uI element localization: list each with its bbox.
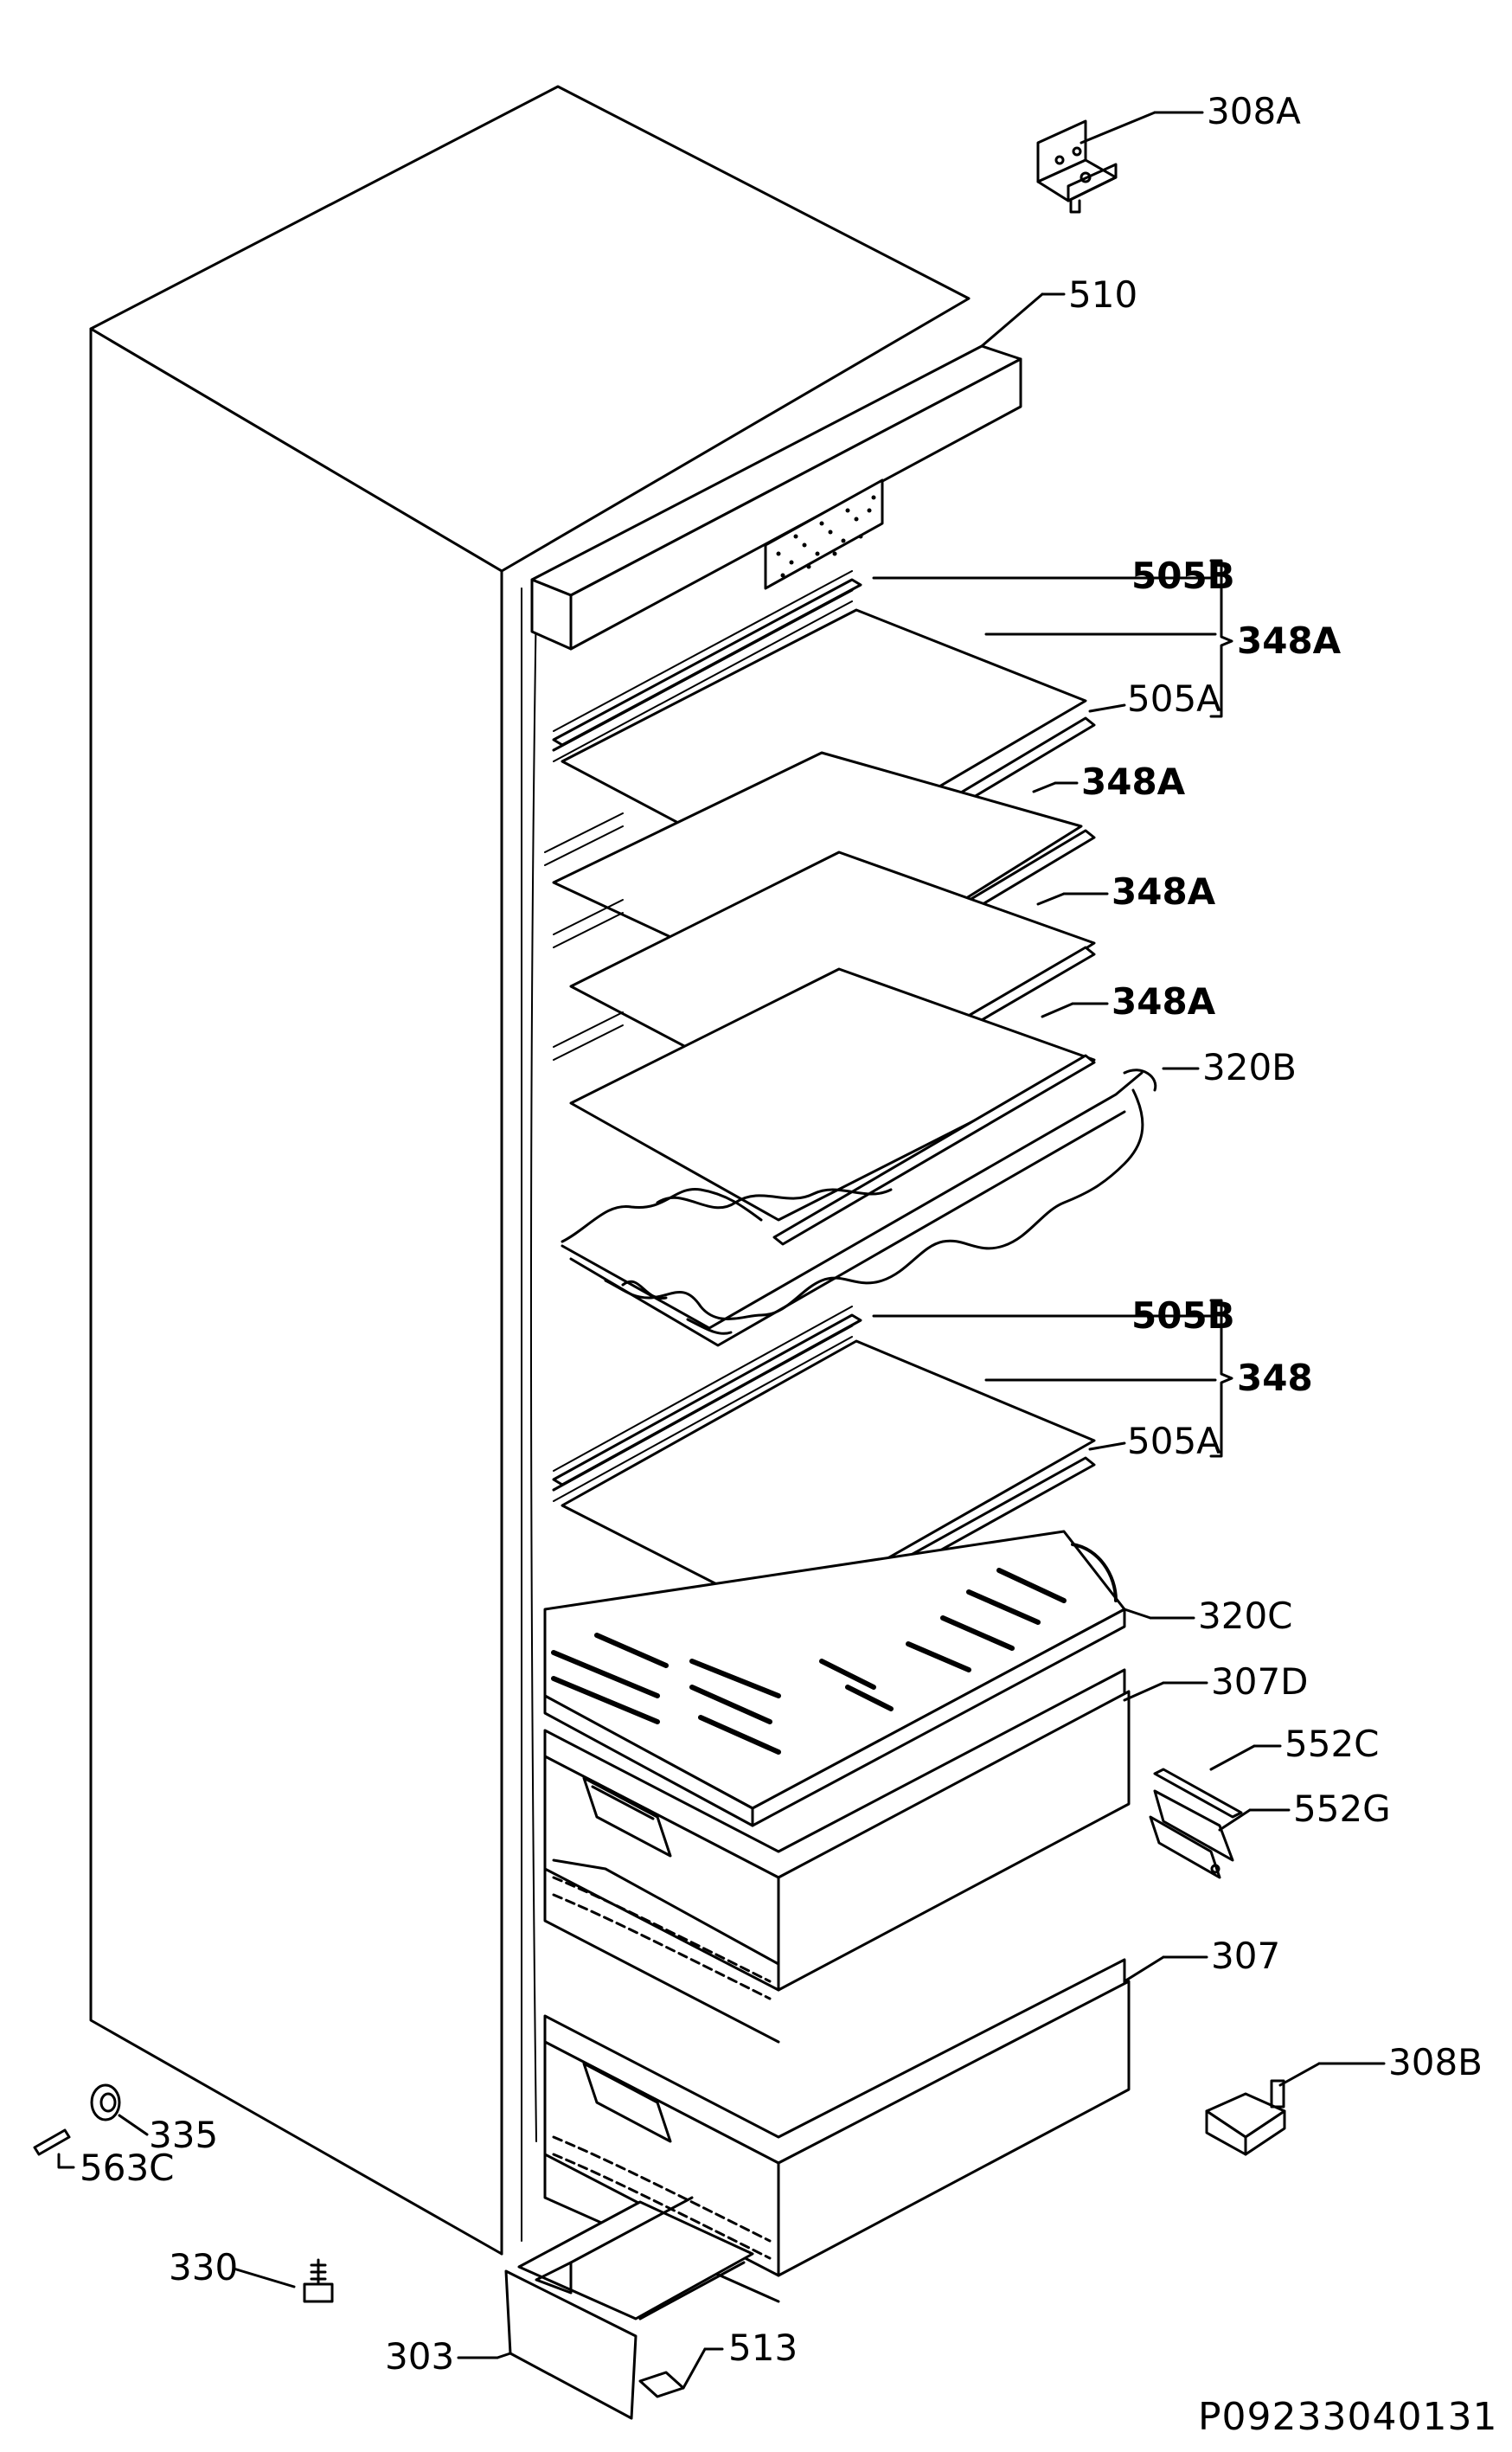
label-308B: 308B bbox=[1388, 2041, 1483, 2083]
label-505A-bottom: 505A bbox=[1127, 1420, 1221, 1462]
drawer-307 bbox=[543, 1955, 1208, 2303]
spacer-335 bbox=[90, 2083, 149, 2136]
label-348A-4: 348A bbox=[1112, 980, 1216, 1023]
cabinet bbox=[89, 85, 971, 2256]
label-307D: 307D bbox=[1211, 1660, 1309, 1703]
part-labels: 308A 510 505B 348A 505A 348A 348A 348A 3… bbox=[80, 90, 1497, 2439]
plinth-303 bbox=[457, 2196, 754, 2420]
label-505A-top: 505A bbox=[1127, 677, 1221, 720]
label-303: 303 bbox=[385, 2335, 454, 2378]
shelf-348A-4 bbox=[553, 967, 1109, 1246]
label-510: 510 bbox=[1068, 273, 1137, 316]
control-panel-510 bbox=[530, 292, 1066, 651]
label-348A-3: 348A bbox=[1112, 870, 1216, 913]
label-330: 330 bbox=[169, 2246, 238, 2288]
drawer-rails-552 bbox=[1149, 1744, 1291, 1879]
foot-330 bbox=[232, 2258, 334, 2303]
label-320B: 320B bbox=[1202, 1046, 1297, 1088]
label-348A-bracket: 348A bbox=[1237, 619, 1342, 662]
bottom-hinge-308B bbox=[1205, 2062, 1386, 2156]
label-505B-bottom: 505B bbox=[1131, 1294, 1235, 1337]
label-563C: 563C bbox=[80, 2147, 175, 2189]
label-552C: 552C bbox=[1285, 1723, 1380, 1765]
crisper-cover-320C bbox=[543, 1530, 1195, 1827]
diagram-code: P09233040131 bbox=[1198, 2395, 1497, 2439]
drawer-307D bbox=[543, 1668, 1208, 2044]
label-505B-top: 505B bbox=[1131, 555, 1235, 597]
label-335: 335 bbox=[149, 2114, 218, 2156]
pin-563C bbox=[33, 2128, 75, 2169]
label-348: 348 bbox=[1237, 1357, 1313, 1399]
top-hinge-308A bbox=[1036, 111, 1204, 214]
label-552G: 552G bbox=[1293, 1788, 1391, 1830]
label-307: 307 bbox=[1211, 1935, 1280, 1977]
label-348A-2: 348A bbox=[1081, 761, 1186, 803]
cover-513 bbox=[638, 2347, 724, 2398]
label-308A: 308A bbox=[1207, 90, 1301, 132]
label-513: 513 bbox=[728, 2327, 798, 2369]
bottle-rack-320B bbox=[561, 1067, 1200, 1347]
shelf-assembly-348-bottom bbox=[552, 1306, 1217, 1640]
label-320C: 320C bbox=[1198, 1595, 1293, 1637]
bracket-348 bbox=[1209, 1299, 1233, 1458]
bracket-348A bbox=[1209, 559, 1233, 718]
